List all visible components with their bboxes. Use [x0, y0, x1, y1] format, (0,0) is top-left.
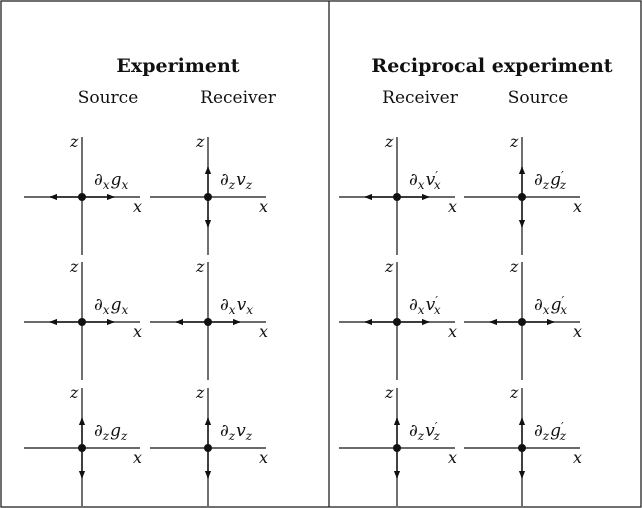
axis-cell: z x ∂zgz — [24, 383, 142, 506]
axis-cell: z x ∂zvz — [150, 132, 268, 255]
origin-point — [393, 193, 401, 201]
z-axis-label: z — [195, 132, 205, 151]
x-axis-label: x — [259, 448, 268, 467]
panel-title-experiment: Experiment — [116, 55, 239, 77]
z-axis-label: z — [509, 383, 519, 402]
x-axis-label: x — [133, 322, 142, 341]
x-axis-label: x — [448, 322, 457, 341]
origin-point — [204, 444, 212, 452]
operator-label: ∂zg′z — [534, 169, 567, 192]
origin-point — [204, 193, 212, 201]
col-head-source: Source — [508, 88, 569, 108]
x-axis-label: x — [133, 448, 142, 467]
x-axis-label: x — [448, 197, 457, 216]
origin-point — [393, 318, 401, 326]
operator-label: ∂xv′x — [409, 294, 441, 317]
operator-label: ∂xg′x — [534, 294, 567, 317]
z-axis-label: z — [384, 132, 394, 151]
z-axis-label: z — [509, 257, 519, 276]
x-axis-label: x — [259, 197, 268, 216]
axis-cell: z x ∂xg′x — [464, 257, 582, 380]
x-axis-label: x — [133, 197, 142, 216]
operator-label: ∂zg′z — [534, 420, 567, 443]
x-axis-label: x — [573, 322, 582, 341]
x-axis-label: x — [448, 448, 457, 467]
origin-point — [393, 444, 401, 452]
axis-cell: z x ∂xvx — [150, 257, 268, 380]
axis-cell: z x ∂xgx — [24, 132, 142, 255]
operator-label: ∂xgx — [94, 295, 128, 317]
operator-label: ∂zvz — [220, 170, 253, 192]
operator-label: ∂zgz — [94, 421, 128, 443]
z-axis-label: z — [69, 383, 79, 402]
col-head-source: Source — [78, 88, 139, 108]
x-axis-label: x — [259, 322, 268, 341]
z-axis-label: z — [384, 257, 394, 276]
origin-point — [518, 318, 526, 326]
z-axis-label: z — [69, 257, 79, 276]
operator-label: ∂xv′x — [409, 169, 441, 192]
operator-label: ∂xvx — [220, 295, 253, 317]
z-axis-label: z — [509, 132, 519, 151]
origin-point — [518, 193, 526, 201]
operator-label: ∂zvz — [220, 421, 253, 443]
z-axis-label: z — [384, 383, 394, 402]
origin-point — [78, 444, 86, 452]
x-axis-label: x — [573, 197, 582, 216]
operator-label: ∂xgx — [94, 170, 128, 192]
axis-cell: z x ∂zv′z — [339, 383, 457, 506]
x-axis-label: x — [573, 448, 582, 467]
panel-title-reciprocal: Reciprocal experiment — [371, 55, 612, 77]
origin-point — [204, 318, 212, 326]
axis-cell: z x ∂zvz — [150, 383, 268, 506]
cell-grid: z x ∂xgx z x ∂zvz z x ∂xgx z x ∂xvx z x ∂zgz z x ∂zvz z x ∂x… — [24, 132, 582, 506]
axis-cell: z x ∂zg′z — [464, 132, 582, 255]
col-head-receiver: Receiver — [382, 88, 459, 108]
axis-cell: z x ∂xgx — [24, 257, 142, 380]
operator-label: ∂zv′z — [409, 420, 440, 443]
z-axis-label: z — [195, 257, 205, 276]
z-axis-label: z — [69, 132, 79, 151]
axis-cell: z x ∂xv′x — [339, 132, 457, 255]
col-head-receiver: Receiver — [200, 88, 277, 108]
axis-cell: z x ∂zg′z — [464, 383, 582, 506]
z-axis-label: z — [195, 383, 205, 402]
origin-point — [518, 444, 526, 452]
origin-point — [78, 318, 86, 326]
axis-cell: z x ∂xv′x — [339, 257, 457, 380]
origin-point — [78, 193, 86, 201]
